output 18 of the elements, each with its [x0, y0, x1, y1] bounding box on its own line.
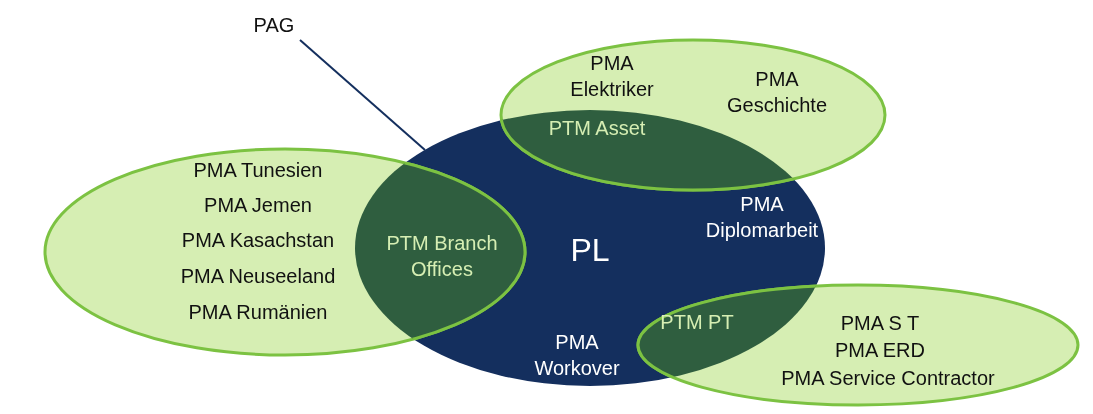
item-label: PMA Workover	[533, 330, 621, 381]
overlap-label: PTM Asset	[547, 116, 647, 141]
item-label: PMA Geschichte	[725, 67, 829, 118]
item-label: PMA Elektriker	[569, 51, 655, 102]
item-label: PMA Kasachstan	[180, 228, 336, 253]
item-label: PMA Diplomarbeit	[704, 192, 820, 243]
overlap-label: PTM Branch Offices	[385, 231, 499, 282]
item-label: PMA Rumänien	[187, 300, 329, 325]
item-label: PMA Tunesien	[192, 158, 324, 183]
callout-label: PAG	[252, 13, 296, 38]
leader-line	[299, 39, 426, 151]
item-label: PMA ERD	[834, 338, 926, 363]
item-label: PMA Jemen	[203, 193, 313, 218]
item-label: PMA Service Contractor	[780, 366, 996, 391]
item-label: PMA Neuseeland	[179, 264, 337, 289]
main-label: PL	[569, 232, 611, 268]
overlap-label: PTM PT	[659, 310, 735, 335]
item-label: PMA S T	[839, 311, 921, 336]
